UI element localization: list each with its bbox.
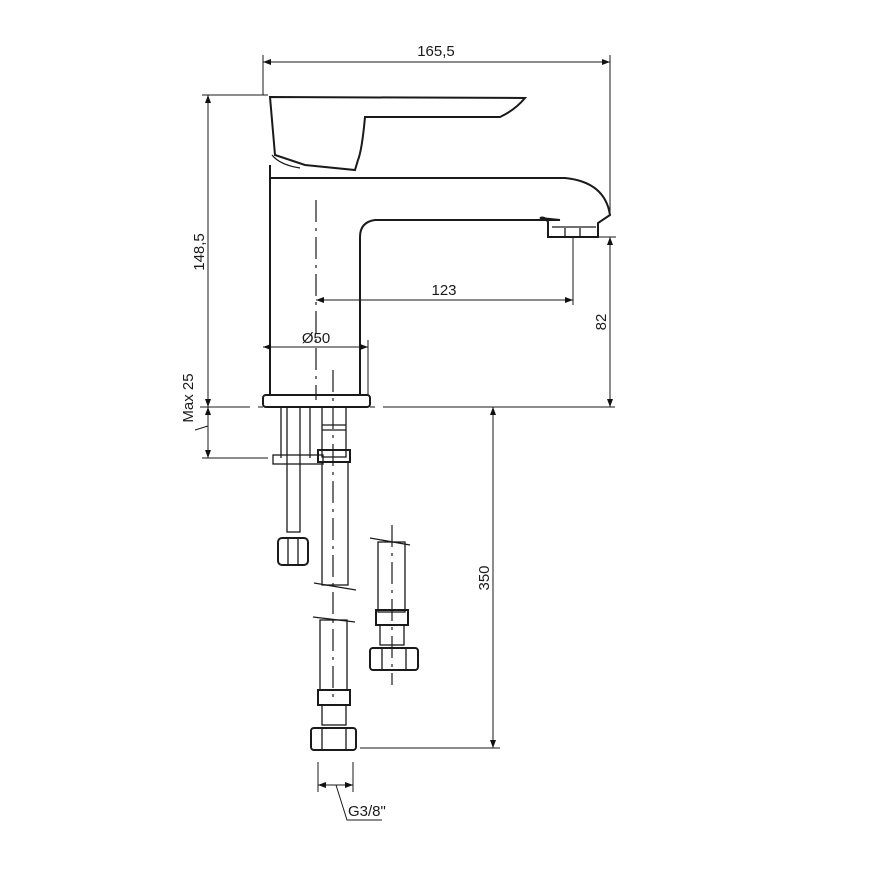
dimension-overall-length: 165,5 — [262, 43, 611, 215]
hose-neck — [321, 704, 347, 726]
tube-groove — [322, 424, 346, 431]
hose-nut — [310, 727, 357, 751]
spout-reach-label: 123 — [431, 282, 456, 299]
base-diameter-label: Ø50 — [302, 330, 330, 347]
break-line-upper — [313, 582, 357, 591]
nut-facets — [287, 538, 299, 565]
rod-sleeve — [280, 407, 311, 458]
hose-neck — [379, 624, 405, 646]
lever-handle — [268, 95, 528, 172]
leader-line — [335, 784, 382, 821]
nut-facets — [381, 648, 407, 670]
dimension-spout-height: 82 — [593, 236, 616, 407]
supply-hose-short — [369, 537, 419, 671]
hose-nut-short — [369, 647, 419, 671]
leader-line — [194, 425, 209, 431]
supply-hose-long — [310, 406, 357, 751]
dimension-hose-length: 350 — [360, 407, 500, 749]
fixing-bracket — [272, 454, 324, 465]
fixing-nut — [277, 537, 309, 566]
fixing-rod — [272, 406, 324, 566]
overall-length-label: 165,5 — [417, 43, 455, 60]
max-deck-label: Max 25 — [180, 373, 197, 422]
thread-label: G3/8" — [348, 803, 386, 820]
lever-base-line — [271, 154, 301, 169]
overall-height-label: 148,5 — [191, 233, 208, 271]
hose-inlet-tube — [321, 406, 347, 458]
spout-height-label: 82 — [593, 314, 610, 331]
dimension-spout-reach: 123 — [316, 237, 574, 305]
threaded-rod — [286, 406, 301, 533]
dimension-overall-height: 148,5 — [191, 94, 268, 407]
dimension-base-diameter: Ø50 — [263, 330, 369, 395]
dimension-max-deck: Max 25 — [180, 373, 268, 459]
tap-body — [262, 95, 612, 408]
braided-hose — [377, 541, 406, 613]
braided-hose-upper — [321, 461, 349, 586]
dimension-thread: G3/8" — [317, 762, 386, 821]
spout — [270, 177, 612, 395]
extension-lines — [317, 762, 354, 792]
aerator — [552, 226, 596, 236]
hose-ferrule-bottom — [317, 689, 351, 706]
nut-facets — [321, 728, 347, 750]
hose-length-label: 350 — [476, 565, 493, 590]
extension-lines — [262, 55, 611, 215]
